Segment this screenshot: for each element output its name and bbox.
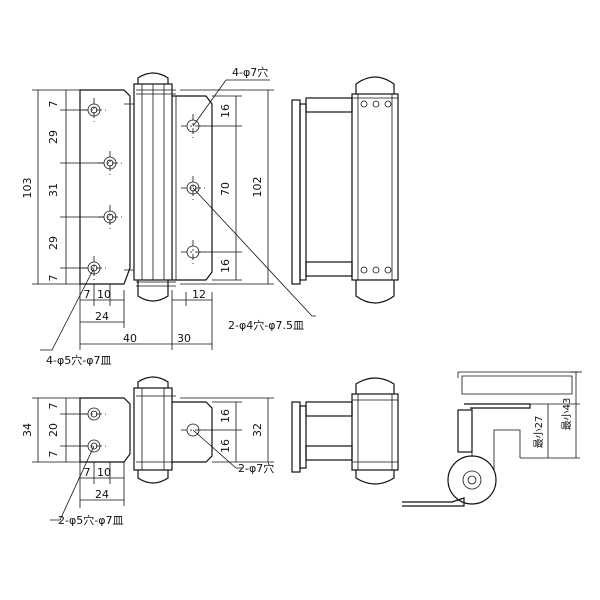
countersink-callout-left: 4-φ5穴-φ7皿	[46, 353, 111, 367]
left-dimension-chain	[32, 89, 104, 285]
left-dim-4: 29	[47, 236, 60, 250]
side-barrel	[351, 93, 399, 281]
bottom-dim-7: 7	[84, 288, 91, 301]
left-dim-3: 31	[47, 183, 60, 197]
small-barrel	[133, 387, 173, 471]
detail-min-43: 最小43	[561, 398, 573, 431]
left-dim-2: 29	[47, 130, 60, 144]
small-right-dim-2: 16	[219, 439, 232, 453]
right-dim-3: 16	[219, 259, 232, 273]
right-plate-holes	[181, 114, 205, 264]
barrel-top-cap	[137, 72, 169, 84]
bottom-front-view: 7 20 7 34 16 16 32 2-φ7穴 7 10 24 2-φ5穴-φ…	[21, 376, 274, 527]
bottom-dim-12: 12	[192, 288, 206, 301]
left-dim-1: 7	[47, 101, 60, 108]
bottom-dim-40: 40	[123, 332, 137, 345]
small-bottom-dim-24: 24	[95, 488, 109, 501]
hole-callout-top: 4-φ7穴	[232, 65, 268, 79]
small-left-leaf	[79, 397, 131, 463]
bottom-dim-10: 10	[97, 288, 111, 301]
small-bottom-dim-7: 7	[84, 466, 91, 479]
small-overall-height: 34	[21, 423, 34, 437]
bottom-dim-24: 24	[95, 310, 109, 323]
top-front-view: 7 29 31 29 7 103 16 70 16 102 4-φ7穴 7 10…	[21, 65, 316, 367]
small-left-dim-1: 7	[47, 403, 60, 410]
right-dim-1: 16	[219, 104, 232, 118]
right-overall-height: 102	[251, 177, 264, 198]
detail-barrel-outer	[447, 455, 497, 505]
left-plate-holes	[82, 98, 122, 280]
small-overall-right: 32	[251, 423, 264, 437]
small-left-dim-3: 7	[47, 451, 60, 458]
barrel-bottom-cap	[137, 280, 169, 302]
installation-detail-view: 最小27 最小43	[402, 371, 582, 507]
small-left-dim-2: 20	[47, 423, 60, 437]
countersink-callout-right: 2-φ4穴-φ7.5皿	[228, 318, 304, 332]
bottom-dim-30: 30	[177, 332, 191, 345]
small-bottom-dim-10: 10	[97, 466, 111, 479]
right-dim-2: 70	[219, 182, 232, 196]
detail-min-27: 最小27	[533, 416, 545, 449]
left-dim-5: 7	[47, 275, 60, 282]
left-leaf-plate	[79, 89, 131, 285]
right-leaf-plate	[172, 95, 213, 281]
top-side-view	[291, 76, 399, 304]
right-dimension-chain	[180, 89, 274, 285]
bottom-side-view	[291, 377, 399, 485]
small-hole-callout: 2-φ7穴	[238, 461, 274, 475]
small-right-leaf	[172, 401, 213, 463]
left-overall-height: 103	[21, 178, 34, 199]
small-right-dim-1: 16	[219, 409, 232, 423]
bottom-dimension-lines	[79, 284, 213, 350]
small-countersink-callout: 2-φ5穴-φ7皿	[58, 513, 123, 527]
